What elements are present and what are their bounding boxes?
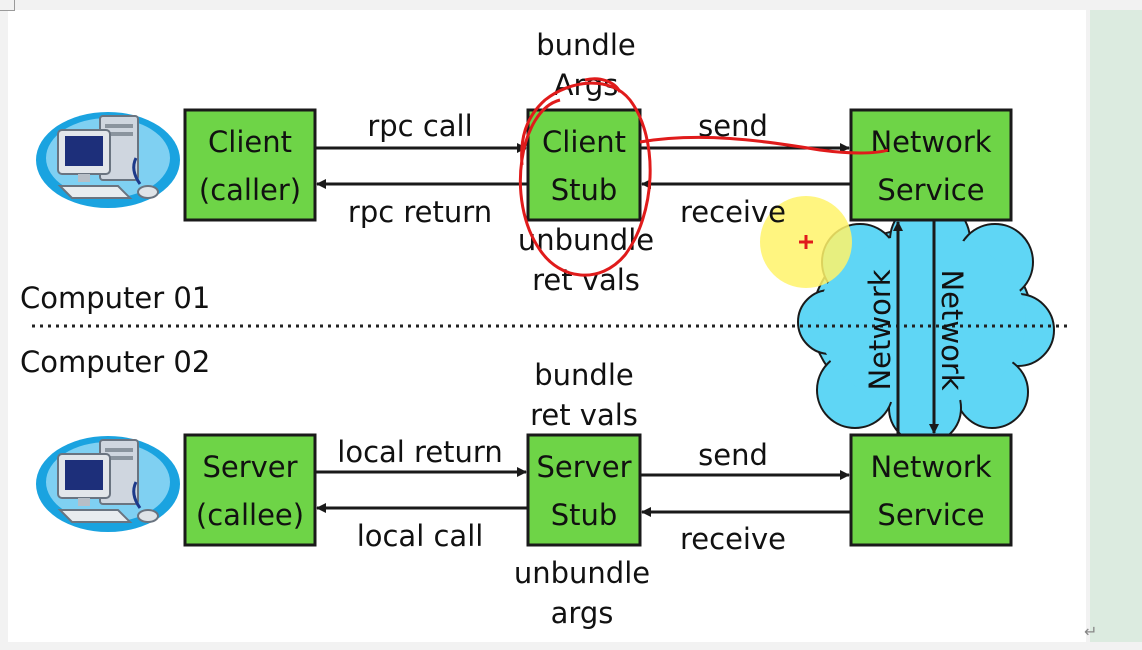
server-stub-label: Server bbox=[536, 450, 631, 484]
server-stub-note-above-2: ret vals bbox=[530, 398, 638, 432]
network-service-top-box bbox=[849, 108, 1013, 222]
client-stub-note-below-2: ret vals bbox=[532, 263, 640, 297]
server-sublabel: (callee) bbox=[196, 498, 304, 532]
network-service-top-sublabel: Service bbox=[877, 173, 984, 207]
client-label: Client bbox=[208, 125, 292, 159]
server-box bbox=[183, 433, 317, 547]
receive-bottom-label: receive bbox=[680, 522, 786, 556]
local-return-label: local return bbox=[337, 435, 502, 469]
computer-icon bbox=[34, 110, 182, 210]
computer-01-label: Computer 01 bbox=[20, 281, 210, 315]
receive-top-label: receive bbox=[680, 195, 786, 229]
client-stub-box bbox=[526, 108, 642, 222]
red-scribble-annotation bbox=[584, 77, 622, 93]
rpc-return-label: rpc return bbox=[348, 195, 492, 229]
server-stub-box bbox=[526, 433, 642, 547]
network-service-bottom-sublabel: Service bbox=[877, 498, 984, 532]
server-stub-note-above-1: bundle bbox=[534, 358, 633, 392]
client-stub-sublabel: Stub bbox=[551, 173, 618, 207]
server-stub-note-below-1: unbundle bbox=[514, 556, 650, 590]
network-service-bottom-box bbox=[849, 433, 1013, 547]
network-cloud bbox=[797, 199, 1055, 445]
server-stub-note-below-2: args bbox=[551, 596, 614, 630]
client-stub-label: Client bbox=[542, 125, 626, 159]
local-call-label: local call bbox=[357, 519, 484, 553]
client-box bbox=[183, 108, 317, 222]
network-label-down: Network bbox=[935, 269, 969, 390]
paragraph-mark-icon: ↵ bbox=[1084, 622, 1098, 641]
side-panel bbox=[1090, 10, 1142, 642]
server-label: Server bbox=[202, 450, 297, 484]
red-circle-annotation bbox=[518, 81, 652, 277]
client-stub-note-above-1: bundle bbox=[536, 28, 635, 62]
network-service-bottom-label: Network bbox=[870, 450, 991, 484]
computer-02-label: Computer 02 bbox=[20, 345, 210, 379]
corner-mark bbox=[0, 0, 15, 11]
send-bottom-label: send bbox=[698, 438, 768, 472]
network-label-up: Network bbox=[863, 269, 897, 390]
rpc-call-label: rpc call bbox=[367, 109, 472, 143]
client-sublabel: (caller) bbox=[199, 173, 301, 207]
computer-icon bbox=[34, 434, 182, 534]
cursor-cross-icon bbox=[799, 235, 813, 249]
red-underline-annotation bbox=[639, 135, 889, 155]
network-service-top-label: Network bbox=[870, 125, 991, 159]
server-stub-sublabel: Stub bbox=[551, 498, 618, 532]
